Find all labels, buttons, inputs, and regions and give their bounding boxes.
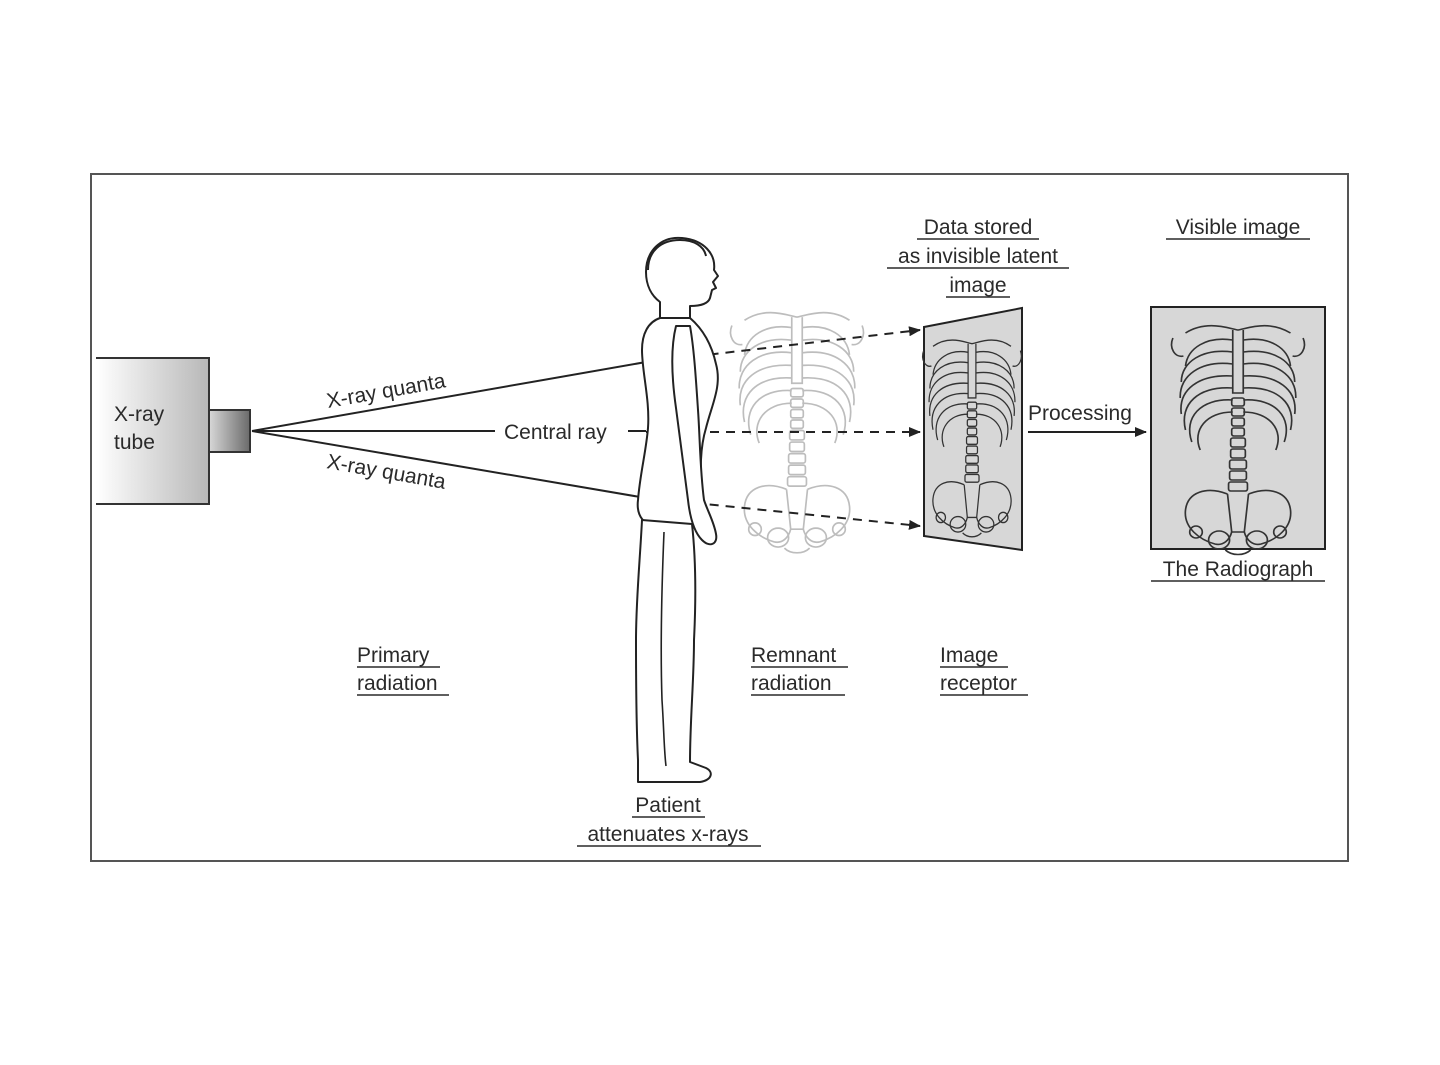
radiograph-label: The Radiograph [1163,558,1314,581]
lower-ray-label: X-ray quanta [325,450,448,494]
processing-label: Processing [1028,402,1132,425]
patient-figure [635,236,719,783]
tube-nozzle [208,409,251,453]
primary-label-line1: Primary [357,644,430,667]
stored-label-line1: Data stored [924,216,1033,239]
tube-label-line1: X-ray [114,403,165,426]
remnant-label-line1: Remnant [751,644,836,667]
primary-label-line2: radiation [357,672,438,695]
upper-ray-label: X-ray quanta [325,369,448,413]
lower-ray-remnant [645,497,921,530]
image-receptor [921,306,1023,552]
stored-label-line2: as invisible latent [898,245,1058,268]
receptor-label-line1: Image [940,644,998,667]
receptor-plate [923,306,1023,552]
diagram-frame [90,173,1349,862]
upper-ray-remnant [645,326,921,363]
tube-label-line2: tube [114,431,155,454]
central-ray-label: Central ray [504,421,607,444]
lower-ray-primary [251,430,647,499]
remnant-rays [645,326,921,530]
upper-ray-primary [251,361,647,432]
stored-label-line3: image [949,274,1006,297]
patient-label-line1: Patient [635,794,701,817]
radiograph [1150,306,1326,556]
receptor-label-line2: receptor [940,672,1017,695]
primary-rays [251,361,647,499]
xray-tube [96,357,251,505]
patient-label-line2: attenuates x-rays [587,823,748,846]
remnant-label-line2: radiation [751,672,832,695]
visible-image-label: Visible image [1176,216,1301,239]
